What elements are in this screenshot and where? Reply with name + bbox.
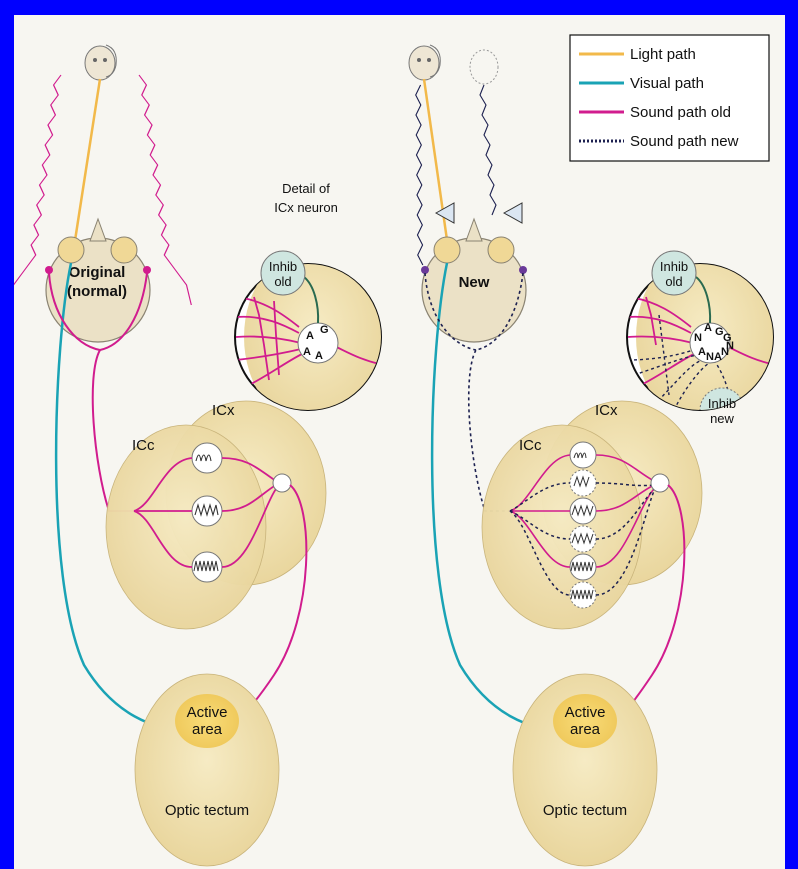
- legend: Light path Visual path Sound path old So…: [570, 35, 769, 161]
- active-area-label-line2: area: [192, 721, 223, 738]
- inhib-old-label-line1: Inhib: [660, 259, 688, 274]
- inhib-old-label-line1: Inhib: [269, 259, 297, 274]
- icc-label: ICc: [132, 437, 155, 454]
- right-panel: New ICx ICc: [401, 45, 776, 866]
- prism-icon: [436, 203, 522, 223]
- synapse-label: A: [306, 330, 314, 342]
- legend-label: Visual path: [630, 75, 704, 92]
- light-path: [424, 79, 448, 247]
- stimulus-source-icon: [409, 45, 440, 80]
- active-area-label-line1: Active: [187, 704, 228, 721]
- inhib-old-label-line2: old: [665, 274, 682, 289]
- detail-title-line1: Detail of: [282, 181, 330, 196]
- light-path: [74, 79, 100, 247]
- icc-region: [482, 425, 642, 629]
- owl-sound-localization-diagram: Original (normal) ICx ICc: [14, 15, 785, 869]
- inhib-new-label-line2: new: [710, 411, 734, 426]
- synapse-label: A: [704, 322, 712, 334]
- synapse-label: A: [698, 346, 706, 358]
- optic-tectum-label: Optic tectum: [543, 802, 627, 819]
- synapse-label: N: [726, 340, 734, 352]
- icc-label: ICc: [519, 437, 542, 454]
- legend-label: Sound path new: [630, 133, 739, 150]
- synapse-label: N: [706, 351, 714, 363]
- inhib-old-label-line2: old: [274, 274, 291, 289]
- icx-neuron: [651, 474, 669, 492]
- icc-neurons: [192, 443, 222, 582]
- synapse-label: G: [320, 324, 329, 336]
- inhib-new-label-line1: Inhib: [708, 396, 736, 411]
- icc-region: [106, 425, 266, 629]
- synapse-label: A: [303, 346, 311, 358]
- active-area-label-line2: area: [570, 721, 601, 738]
- left-panel: Original (normal) ICx ICc: [14, 45, 384, 866]
- optic-tectum-label: Optic tectum: [165, 802, 249, 819]
- head-label-new: New: [459, 274, 490, 291]
- stimulus-source-icon: [85, 45, 116, 80]
- detail-title-line2: ICx neuron: [274, 200, 338, 215]
- head-label-original-line2: (normal): [67, 283, 127, 300]
- legend-label: Sound path old: [630, 104, 731, 121]
- icx-label: ICx: [595, 402, 618, 419]
- icx-label: ICx: [212, 402, 235, 419]
- synapse-label: A: [315, 350, 323, 362]
- active-area-label-line1: Active: [565, 704, 606, 721]
- diagram-frame: Original (normal) ICx ICc: [14, 15, 785, 869]
- icx-neuron: [273, 474, 291, 492]
- displaced-stimulus-icon: [470, 50, 498, 84]
- legend-label: Light path: [630, 46, 696, 63]
- head-label-original-line1: Original: [69, 264, 126, 281]
- synapse-label: N: [694, 332, 702, 344]
